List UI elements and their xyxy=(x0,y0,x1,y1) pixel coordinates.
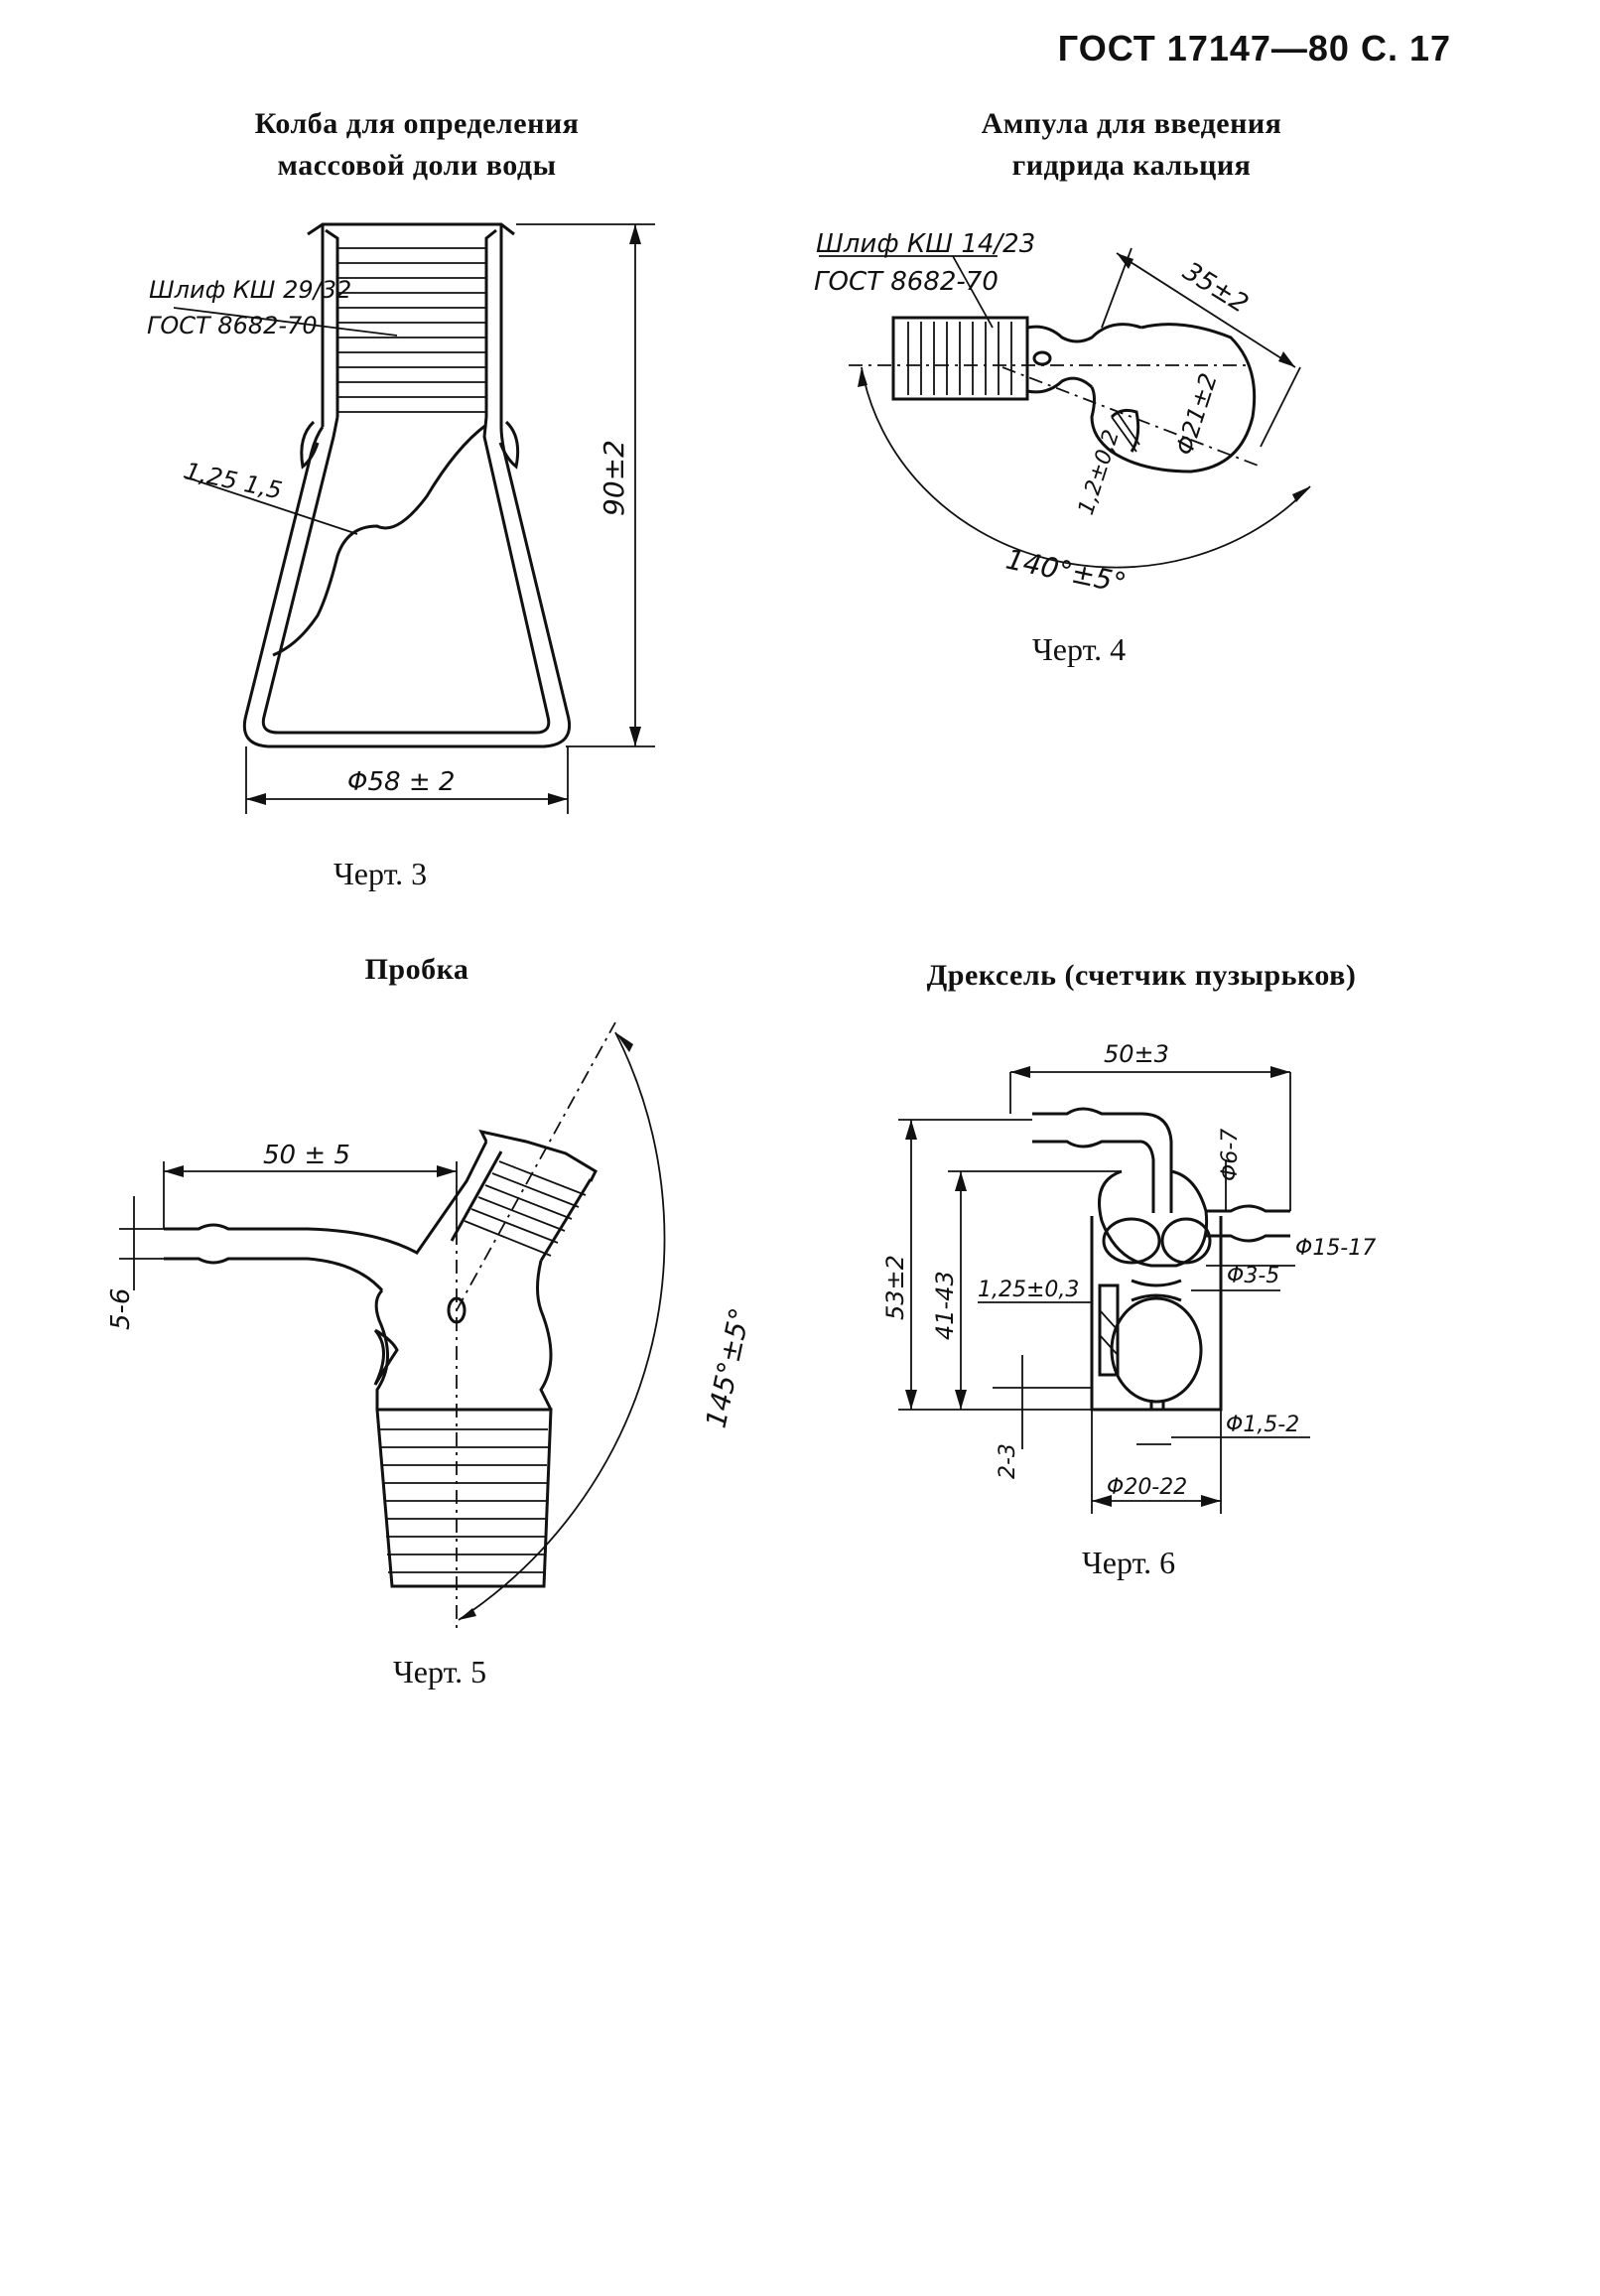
fig6-dim-wall: 1,25±0,3 xyxy=(978,1278,1079,1302)
fig3-label-grind: Шлиф КШ 29/32 xyxy=(149,276,351,304)
fig5-dim-length: 50 ± 5 xyxy=(263,1141,350,1170)
fig6-dim-height: 53±2 xyxy=(881,1255,909,1320)
fig4-title: Ампула для введения гидрида кальция xyxy=(903,103,1360,187)
fig5-dim-tube: 5-6 xyxy=(106,1288,136,1330)
fig3-title: Колба для определения массовой доли воды xyxy=(179,103,655,187)
fig6-dim-bottom: 2-3 xyxy=(996,1443,1020,1479)
fig4-label-grind: Шлиф КШ 14/23 xyxy=(816,229,1035,259)
fig4-caption: Черт. 4 xyxy=(1032,631,1127,667)
fig6-dim-neck: Φ3-5 xyxy=(1227,1264,1279,1288)
fig6-dim-bulb: Φ15-17 xyxy=(1295,1236,1376,1261)
fig6-dim-width: 50±3 xyxy=(1104,1040,1169,1068)
fig6-dim-inner: 41-43 xyxy=(931,1271,959,1340)
fig4-title-line2: гидрида кальция xyxy=(1011,149,1252,182)
fig3-dim-height: 90±2 xyxy=(598,440,630,516)
fig6-dim-hole: Φ1,5-2 xyxy=(1226,1413,1299,1437)
fig5-caption: Черт. 5 xyxy=(393,1654,487,1689)
fig4-title-line1: Ампула для введения xyxy=(981,107,1282,140)
fig3-title-line2: массовой доли воды xyxy=(277,149,557,182)
fig6-caption: Черт. 6 xyxy=(1082,1545,1176,1580)
fig6-dim-body: Φ20-22 xyxy=(1107,1475,1187,1500)
fig3-label-gost: ГОСТ 8682-70 xyxy=(147,312,318,339)
fig4-label-gost: ГОСТ 8682-70 xyxy=(814,267,999,297)
fig5-title: Пробка xyxy=(364,953,469,986)
fig3-title-line1: Колба для определения xyxy=(254,107,580,140)
page-header: ГОСТ 17147—80 С. 17 xyxy=(1057,28,1451,68)
fig3-dim-diameter: Φ58 ± 2 xyxy=(347,767,455,797)
fig3-caption: Черт. 3 xyxy=(333,856,428,891)
fig6-dim-tube: Φ6-7 xyxy=(1218,1129,1243,1181)
fig6-title: Дрексель (счетчик пузырьков) xyxy=(926,959,1357,992)
